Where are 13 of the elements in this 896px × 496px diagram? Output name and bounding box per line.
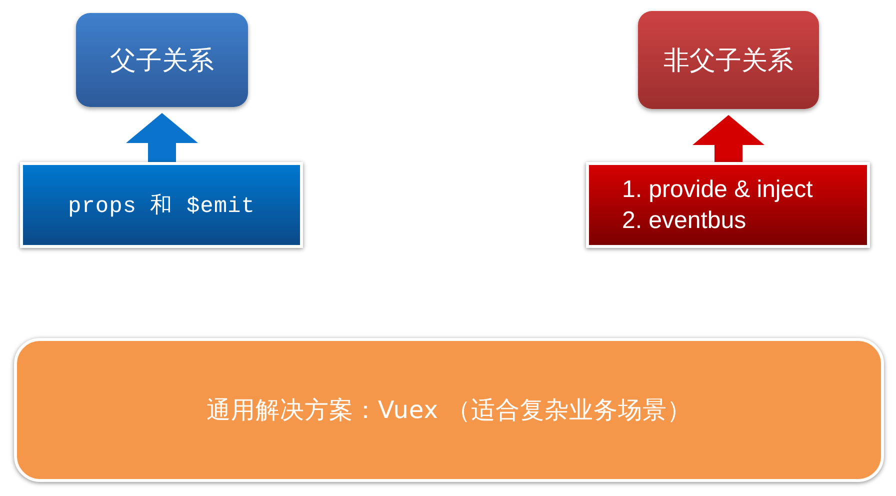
category-box: [638, 11, 819, 109]
category-box: [76, 13, 248, 107]
list-item: 2. eventbus: [622, 206, 746, 236]
banner-box: [14, 338, 884, 482]
code-label: props 和 $emit: [68, 192, 255, 220]
callout-box: [20, 162, 303, 248]
list-item: 1. provide & inject: [622, 175, 813, 205]
banner-text: 通用解决方案：Vuex （适合复杂业务场景）: [206, 395, 692, 426]
block-arrow: [692, 115, 764, 162]
node-title: 父子关系: [110, 44, 214, 78]
node-title: 非父子关系: [664, 44, 794, 78]
callout-box: [586, 162, 870, 248]
block-arrow: [126, 113, 198, 162]
